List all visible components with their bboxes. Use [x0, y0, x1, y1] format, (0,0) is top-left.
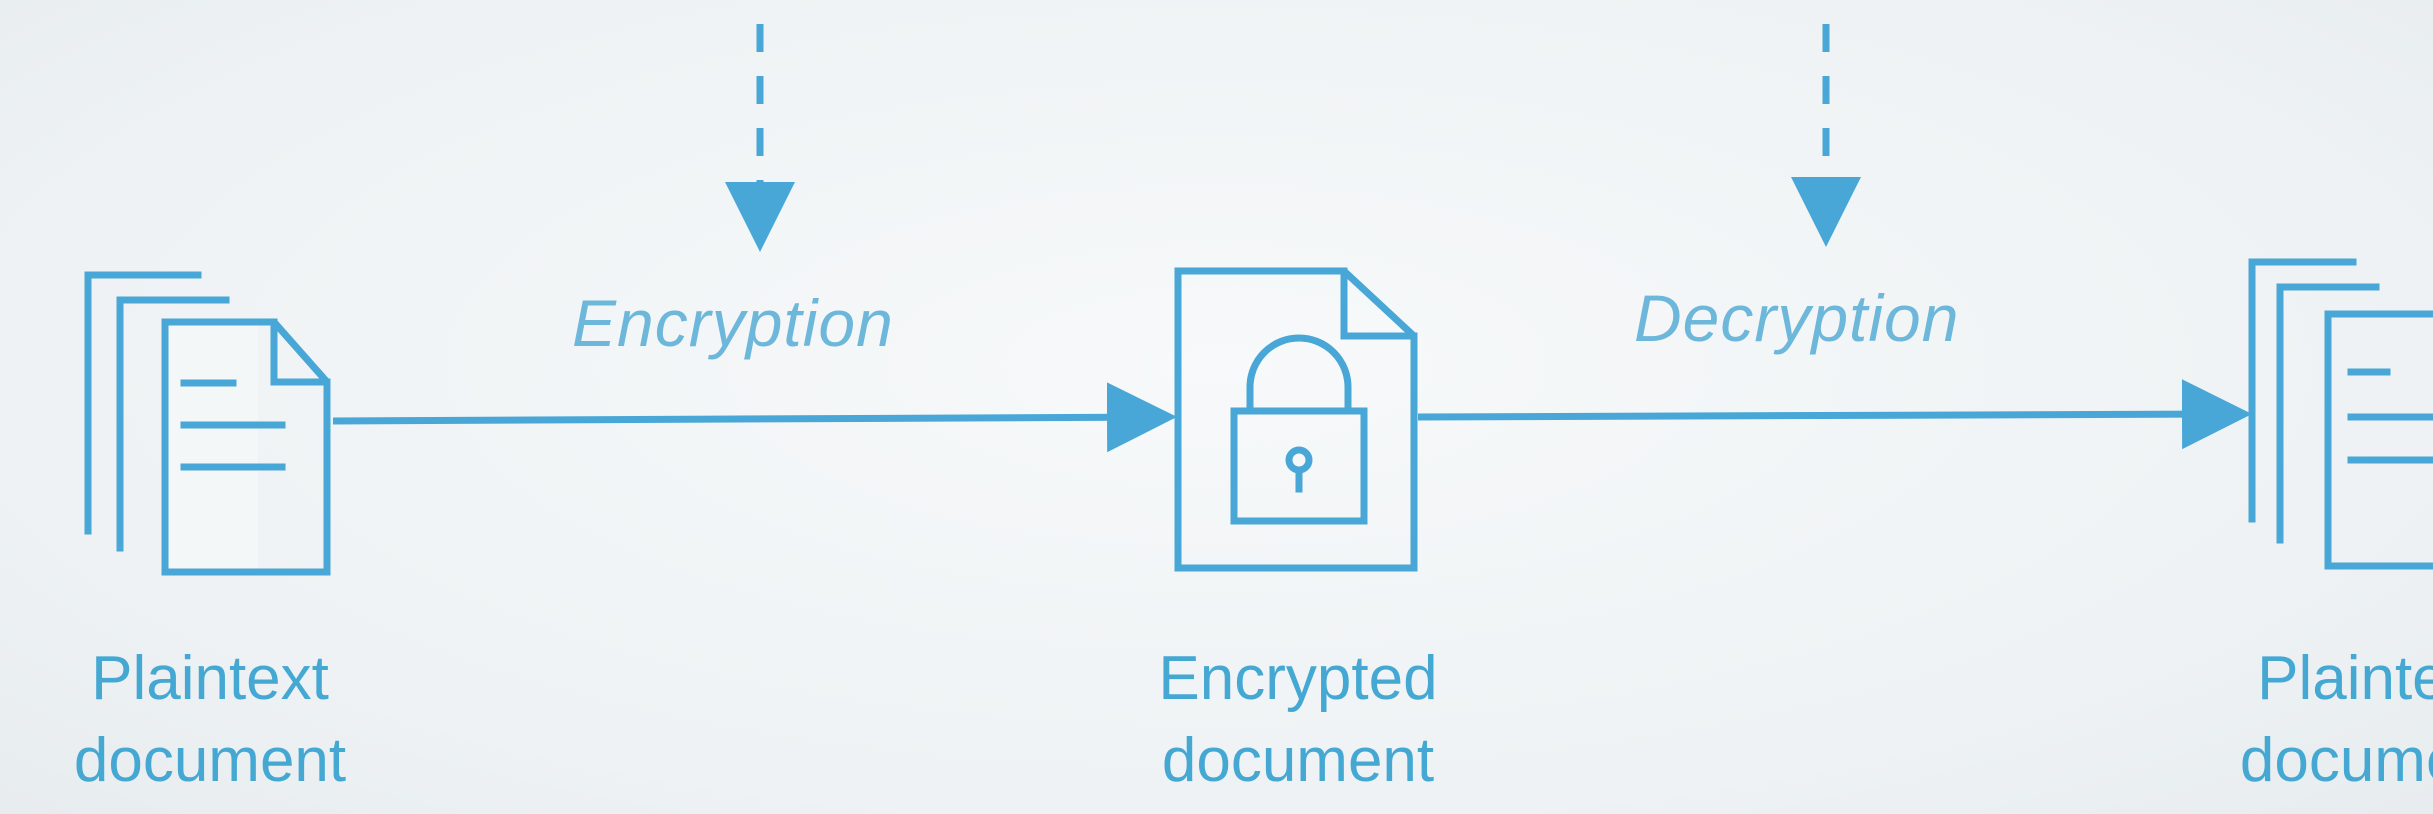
- encrypted-document-label: Encrypted document: [1118, 638, 1478, 802]
- node-label-line2: document: [2239, 725, 2433, 795]
- decryption-arrow: [1417, 379, 2252, 450]
- node-label-line2: document: [1161, 725, 1435, 795]
- plaintext-document-label-left: Plaintext document: [42, 638, 378, 802]
- locked-document-icon: [1174, 267, 1418, 572]
- node-label-line1: Plaintext: [91, 644, 329, 713]
- decryption-label: Decryption: [1634, 281, 1960, 355]
- plaintext-document-stack-icon-left: [84, 271, 331, 576]
- encryption-arrow: [332, 382, 1177, 453]
- node-label-line2: document: [73, 725, 347, 795]
- node-label-line1: Encrypted: [1158, 644, 1438, 713]
- node-label-line1: Plaintext: [2257, 644, 2433, 713]
- encryption-label: Encryption: [572, 286, 894, 360]
- plaintext-document-label-right: Plaintext document: [2208, 638, 2433, 802]
- plaintext-document-stack-icon-right: [2248, 258, 2433, 570]
